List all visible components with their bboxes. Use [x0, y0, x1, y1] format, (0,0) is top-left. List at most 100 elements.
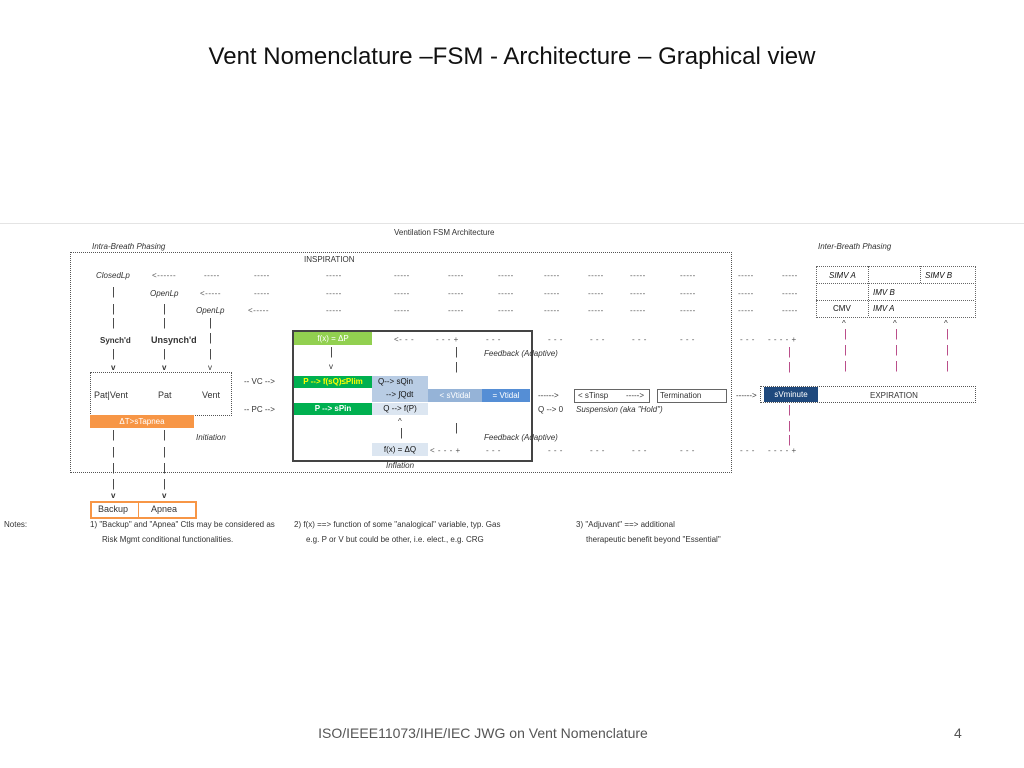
- integral-label: --> ∫Qdt: [386, 390, 414, 399]
- open-loop-label-2: OpenLp: [196, 306, 225, 315]
- termination-box: [657, 389, 727, 403]
- arrow-right: ------>: [736, 391, 757, 400]
- note-2-line-1: 2) f(x) ==> function of some "analogical…: [294, 520, 501, 529]
- feedback-label-2: Feedback (Adaptive): [484, 433, 558, 442]
- slide-footer: ISO/IEEE11073/IHE/IEC JWG on Vent Nomenc…: [318, 725, 648, 741]
- connector: |: [112, 478, 115, 490]
- dash: -----: [738, 306, 754, 315]
- dash: -----: [630, 289, 646, 298]
- dash: -----: [588, 306, 604, 315]
- svminute-cell: sVminute: [764, 387, 818, 402]
- stinsp-label: < sTinsp: [578, 391, 609, 400]
- apnea-timer-box: ΔT>sTapnea: [90, 415, 194, 428]
- dash: -----: [448, 306, 464, 315]
- dash: -----: [204, 271, 220, 280]
- backup-label: Backup: [98, 504, 129, 514]
- connector: |: [112, 286, 115, 298]
- inter-breath-label: Inter-Breath Phasing: [818, 242, 892, 251]
- connector: |: [946, 328, 949, 340]
- connector: |: [163, 317, 166, 329]
- connector: |: [400, 427, 403, 439]
- imv-b-label: IMV B: [873, 288, 895, 297]
- simv-b-label: SIMV B: [925, 271, 953, 280]
- suspension-label: Suspension (aka "Hold"): [576, 405, 663, 414]
- dash: -----: [544, 306, 560, 315]
- expiration-box: [760, 386, 976, 403]
- connector: |: [946, 360, 949, 372]
- note-1-line-2: Risk Mgmt conditional functionalities.: [102, 535, 234, 544]
- dash: -----: [782, 271, 798, 280]
- page-number: 4: [954, 725, 962, 741]
- connector: |: [788, 420, 791, 432]
- dash: -----: [394, 289, 410, 298]
- dash: - - -: [590, 335, 605, 344]
- connector: |: [163, 348, 166, 360]
- table-divider: [920, 266, 922, 283]
- dash: -----: [254, 289, 270, 298]
- arrow-left: <------: [152, 271, 177, 280]
- connector: |: [112, 303, 115, 315]
- note-2-line-2: e.g. P or V but could be other, i.e. ele…: [306, 535, 484, 544]
- dash: -----: [544, 289, 560, 298]
- connector: |: [112, 429, 115, 441]
- arrow-right: ----->: [626, 391, 644, 400]
- vc-flow-cell: [372, 376, 428, 402]
- table-divider: [816, 300, 974, 302]
- arrow-left: <-----: [200, 289, 221, 298]
- pc-green-cell: P --> sPin: [294, 403, 372, 415]
- dash: -----: [680, 271, 696, 280]
- connector: |: [895, 328, 898, 340]
- connector: |: [946, 344, 949, 356]
- connector: |: [112, 317, 115, 329]
- dash: -----: [498, 271, 514, 280]
- q-fp-cell: Q --> f(P): [372, 403, 428, 415]
- dash: -----: [782, 289, 798, 298]
- backup-apnea-box: [90, 501, 197, 519]
- inspiration-label: INSPIRATION: [304, 255, 355, 264]
- connector: |: [209, 317, 212, 329]
- connector: |: [112, 348, 115, 360]
- dash: - - -: [680, 335, 695, 344]
- vc-arrow: -- VC -->: [244, 377, 275, 386]
- termination-label: Termination: [660, 391, 702, 400]
- arrow-down: v: [329, 362, 333, 371]
- diagram-panel: Ventilation FSM Architecture Intra-Breat…: [0, 223, 1024, 546]
- dash: -----: [448, 271, 464, 280]
- dash: -----: [498, 306, 514, 315]
- dash: -----: [588, 271, 604, 280]
- imv-a-label: IMV A: [873, 304, 895, 313]
- open-loop-label: OpenLp: [150, 289, 179, 298]
- flow-function-cell: f(x) = ΔQ: [372, 443, 428, 456]
- dash: - - -: [548, 335, 563, 344]
- inter-breath-table: [816, 266, 976, 318]
- dash: -----: [254, 271, 270, 280]
- connector: |: [844, 344, 847, 356]
- feedback-dash: <- - -: [394, 335, 415, 344]
- dash: -----: [630, 271, 646, 280]
- note-1-line-1: 1) "Backup" and "Apnea" Ctls may be cons…: [90, 520, 275, 529]
- dash: -----: [782, 306, 798, 315]
- connector: |: [455, 422, 458, 434]
- dash: - - -: [548, 446, 563, 455]
- connector: |: [788, 434, 791, 446]
- connector: |: [895, 360, 898, 372]
- dash: - - - - +: [768, 335, 797, 344]
- initiation-label: Initiation: [196, 433, 226, 442]
- pat-vent-label: Pat|Vent: [94, 390, 128, 400]
- arrow-down: v: [111, 363, 116, 372]
- unsynchd-label: Unsynch'd: [151, 335, 197, 345]
- connector: |: [844, 328, 847, 340]
- dash: -----: [326, 306, 342, 315]
- control-box: [292, 330, 533, 462]
- intra-breath-box: [70, 252, 732, 473]
- connector: |: [209, 348, 212, 360]
- arrow-up: ^: [842, 319, 846, 328]
- connector: |: [788, 361, 791, 373]
- feedback-label: Feedback (Adaptive): [484, 349, 558, 358]
- arrow-down: v: [208, 363, 212, 372]
- vent-label: Vent: [202, 390, 221, 400]
- dash: -----: [680, 306, 696, 315]
- dash: -----: [326, 271, 342, 280]
- dash: - - -: [740, 446, 755, 455]
- note-3-line-1: 3) "Adjuvant" ==> additional: [576, 520, 675, 529]
